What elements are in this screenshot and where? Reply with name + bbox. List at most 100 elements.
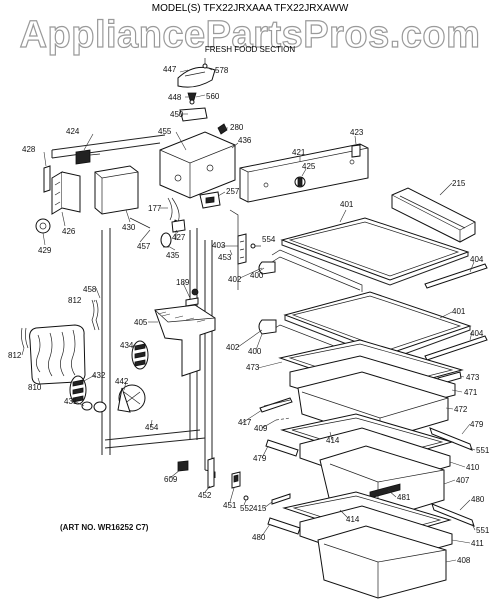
rail-452: [207, 457, 215, 489]
cap-423: [351, 144, 361, 158]
part-label-401[interactable]: 401: [340, 200, 354, 209]
part-label-409[interactable]: 409: [254, 424, 268, 433]
part-label-448[interactable]: 448: [168, 93, 182, 102]
part-label-447[interactable]: 447: [163, 65, 177, 74]
part-label-411[interactable]: 411: [471, 539, 484, 548]
shelf-slide-400-upper: [258, 261, 276, 275]
part-label-472[interactable]: 472: [454, 405, 468, 414]
part-label-410[interactable]: 410: [466, 463, 480, 472]
part-label-473[interactable]: 473: [246, 363, 260, 372]
screw-552: [243, 495, 249, 501]
part-label-480[interactable]: 480: [471, 495, 485, 504]
knob-425: [294, 176, 306, 188]
part-label-442[interactable]: 442: [115, 377, 129, 386]
part-label-551[interactable]: 551: [476, 446, 490, 455]
part-label-479[interactable]: 479: [253, 454, 267, 463]
clip-428: [43, 165, 51, 193]
fan-motor-442: [117, 384, 146, 413]
fitting-431: [81, 401, 107, 413]
switch-424: [75, 149, 101, 165]
air-duct-405: [154, 288, 216, 377]
part-label-458[interactable]: 458: [83, 285, 97, 294]
part-label-402[interactable]: 402: [228, 275, 242, 284]
part-label-479[interactable]: 479: [470, 420, 484, 429]
part-label-405[interactable]: 405: [134, 318, 148, 327]
part-label-431[interactable]: 431: [64, 397, 78, 406]
part-label-455[interactable]: 455: [158, 127, 172, 136]
part-label-424[interactable]: 424: [66, 127, 80, 136]
part-label-812[interactable]: 812: [68, 296, 82, 305]
leader-lines: [21, 66, 476, 563]
grille-432: [69, 375, 87, 405]
part-label-473[interactable]: 473: [466, 373, 480, 382]
part-label-454[interactable]: 454: [145, 423, 159, 432]
part-label-453[interactable]: 453: [218, 253, 232, 262]
part-label-480[interactable]: 480: [252, 533, 266, 542]
part-label-415[interactable]: 415: [253, 504, 267, 513]
part-label-812[interactable]: 812: [8, 351, 22, 360]
part-label-432[interactable]: 432: [92, 371, 106, 380]
section-title: FRESH FOOD SECTION: [205, 45, 295, 54]
part-label-430[interactable]: 430: [122, 223, 136, 232]
part-label-810[interactable]: 810: [28, 383, 42, 392]
part-label-177[interactable]: 177: [148, 204, 162, 213]
part-label-280[interactable]: 280: [230, 123, 244, 132]
screw-554: [250, 243, 261, 249]
part-label-554[interactable]: 554: [262, 235, 276, 244]
cover-453: [229, 209, 239, 290]
part-label-426[interactable]: 426: [62, 227, 76, 236]
part-label-401[interactable]: 401: [452, 307, 466, 316]
part-label-428[interactable]: 428: [22, 145, 36, 154]
part-label-450[interactable]: 450: [170, 110, 184, 119]
part-label-457[interactable]: 457: [137, 242, 151, 251]
part-label-402[interactable]: 402: [226, 343, 240, 352]
shelf-frame-404-upper: [424, 263, 488, 289]
drawer-409: [275, 417, 291, 421]
drawer-trim-415: [271, 493, 291, 505]
part-label-215[interactable]: 215: [452, 179, 466, 188]
control-housing-436: [159, 131, 236, 199]
part-label-552[interactable]: 552: [240, 504, 254, 513]
grille-434: [131, 340, 149, 370]
part-label-436[interactable]: 436: [238, 136, 252, 145]
bracket-450: [179, 107, 208, 122]
part-label-451[interactable]: 451: [223, 501, 237, 510]
part-label-481[interactable]: 481: [397, 493, 411, 502]
part-label-257[interactable]: 257: [226, 187, 240, 196]
part-label-429[interactable]: 429: [38, 246, 52, 255]
part-label-414[interactable]: 414: [346, 515, 360, 524]
part-label-404[interactable]: 404: [470, 255, 484, 264]
part-label-408[interactable]: 408: [457, 556, 471, 565]
part-label-551[interactable]: 551: [476, 526, 490, 535]
part-label-423[interactable]: 423: [350, 128, 364, 137]
part-label-578[interactable]: 578: [215, 66, 229, 75]
part-label-417[interactable]: 417: [238, 418, 252, 427]
light-bulb-435: [160, 232, 172, 248]
slide-rail-479-upper: [429, 427, 473, 451]
drawer-408: [317, 525, 447, 599]
shelf-support-402-upper: [271, 249, 363, 292]
part-label-609[interactable]: 609: [164, 475, 178, 484]
bulb-holder-429: [35, 218, 51, 234]
part-label-407[interactable]: 407: [456, 476, 470, 485]
part-label-189[interactable]: 189: [176, 278, 190, 287]
part-label-414[interactable]: 414: [326, 436, 340, 445]
part-label-434[interactable]: 434: [120, 341, 134, 350]
part-label-403[interactable]: 403: [212, 241, 226, 250]
part-label-425[interactable]: 425: [302, 162, 316, 171]
part-label-404[interactable]: 404: [470, 329, 484, 338]
part-label-421[interactable]: 421: [292, 148, 306, 157]
slide-rail-551-lower: [431, 503, 475, 527]
part-label-400[interactable]: 400: [250, 271, 264, 280]
part-label-471[interactable]: 471: [464, 388, 478, 397]
part-label-435[interactable]: 435: [166, 251, 180, 260]
part-label-400[interactable]: 400: [248, 347, 262, 356]
part-label-452[interactable]: 452: [198, 491, 212, 500]
slide-rail-480: [267, 517, 301, 535]
thermostat-427: [171, 219, 186, 240]
glass-shelf-401-upper: [280, 217, 470, 286]
part-label-427[interactable]: 427: [172, 233, 186, 242]
part-label-560[interactable]: 560: [206, 92, 220, 101]
